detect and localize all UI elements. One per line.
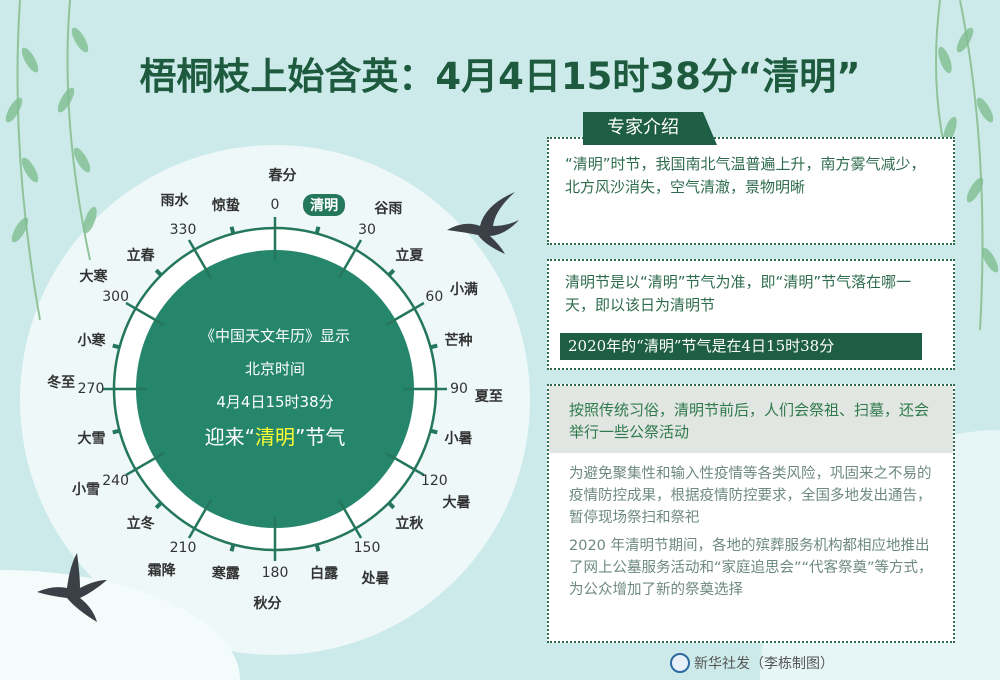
- term-label: 霜降: [147, 563, 176, 580]
- customs-box: 按照传统习俗，清明节前后，人们会祭祖、扫墓，还会举行一些公祭活动 为避免聚集性和…: [547, 384, 955, 643]
- term-label: 立冬: [126, 516, 155, 533]
- center-line-4-suffix: ”节气: [295, 425, 346, 449]
- term-label: 雨水: [160, 193, 189, 210]
- major-tick: [125, 451, 165, 477]
- term-label: 大暑: [442, 495, 471, 512]
- minor-tick: [229, 543, 236, 552]
- term-label: 立夏: [395, 247, 424, 264]
- major-tick: [385, 451, 425, 477]
- degree-label: 270: [77, 381, 105, 397]
- center-highlight: 清明: [255, 425, 295, 449]
- rule-text: 清明节是以“清明”节气为准，即“清明”节气落在哪一天，即以该日为清明节: [565, 273, 912, 314]
- minor-tick: [314, 226, 321, 235]
- minor-tick: [154, 501, 163, 510]
- term-label: 谷雨: [374, 200, 403, 217]
- degree-label: 30: [358, 221, 376, 238]
- major-tick: [125, 301, 165, 327]
- degree-label: 240: [102, 473, 130, 489]
- minor-tick: [429, 343, 438, 350]
- center-line-3: 4月4日15时38分: [216, 393, 334, 411]
- highlighted-term-label: 清明: [303, 194, 346, 217]
- degree-label: 180: [261, 565, 289, 581]
- date-highlight-bar: 2020年的“清明”节气是在4日15时38分: [560, 333, 922, 360]
- major-tick: [337, 239, 363, 279]
- minor-tick: [314, 543, 321, 552]
- degree-label: 210: [169, 540, 197, 557]
- minor-tick: [112, 428, 121, 435]
- center-line-1: 《中国天文年历》显示: [199, 327, 350, 345]
- term-label: 白露: [310, 565, 339, 582]
- page-title: 梧桐枝上始含英：4月4日15时38分“清明”: [139, 55, 861, 98]
- degree-label: 330: [169, 221, 197, 238]
- qingming-rule-box: 清明节是以“清明”节气为准，即“清明”节气落在哪一天，即以该日为清明节 2020…: [547, 259, 955, 370]
- major-tick: [385, 301, 425, 327]
- xinhua-logo-icon: [670, 653, 690, 673]
- minor-tick: [112, 343, 121, 350]
- term-label: 立春: [126, 247, 155, 264]
- term-label: 小暑: [444, 431, 473, 448]
- minor-tick: [387, 501, 396, 510]
- term-label: 夏至: [474, 389, 503, 406]
- center-line-4-prefix: 迎来“: [204, 425, 255, 449]
- expert-box: “清明”时节，我国南北气温普遍上升，南方雾气减少，北方风沙消失，空气清澈，景物明…: [547, 137, 955, 245]
- center-line-2: 北京时间: [244, 360, 305, 378]
- term-label: 小满: [449, 281, 478, 298]
- term-label: 惊蛰: [211, 198, 240, 215]
- term-label: 小雪: [72, 482, 101, 499]
- footer-credit: 新华社发（李栋制图）: [670, 653, 834, 673]
- customs-header: 按照传统习俗，清明节前后，人们会祭祖、扫墓，还会举行一些公祭活动: [549, 386, 953, 453]
- swallow-icon: [447, 192, 519, 254]
- degree-label: 60: [425, 289, 444, 305]
- degree-label: 300: [102, 289, 130, 305]
- inner-disk: [136, 250, 414, 528]
- major-tick: [337, 499, 363, 539]
- term-label: 秋分: [253, 595, 282, 612]
- credit-text: 新华社发（李栋制图）: [694, 656, 834, 672]
- minor-tick: [229, 226, 236, 235]
- center-text: 《中国天文年历》显示 北京时间 4月4日15时38分 迎来“清明”节气: [175, 320, 375, 455]
- minor-tick: [429, 428, 438, 435]
- major-tick: [187, 499, 213, 539]
- degree-label: 150: [353, 540, 381, 557]
- term-label: 春分: [268, 168, 297, 185]
- term-label: 冬至: [47, 374, 76, 391]
- term-label: 处暑: [361, 570, 390, 587]
- minor-tick: [387, 268, 396, 277]
- customs-paragraph-1: 为避免聚集性和输入性疫情等各类风险，巩固来之不易的疫情防控成果，根据疫情防控要求…: [569, 466, 932, 526]
- degree-label: 0: [270, 197, 280, 213]
- customs-paragraph-2: 2020 年清明节期间，各地的殡葬服务机构都相应地推出了网上公墓服务活动和“家庭…: [569, 538, 933, 598]
- term-label: 大雪: [77, 431, 106, 448]
- minor-tick: [154, 268, 163, 277]
- term-label: 小寒: [77, 332, 106, 349]
- degree-label: 90: [450, 381, 468, 397]
- center-line-4: 迎来“清明”节气: [175, 419, 375, 455]
- term-label: 大寒: [79, 268, 108, 285]
- major-tick: [187, 239, 213, 279]
- expert-text: “清明”时节，我国南北气温普遍上升，南方雾气减少，北方风沙消失，空气清澈，景物明…: [565, 155, 926, 196]
- term-label: 立秋: [395, 516, 424, 533]
- expert-tag: 专家介绍: [583, 112, 717, 145]
- swallow-icon: [37, 553, 107, 622]
- degree-label: 120: [420, 473, 448, 489]
- term-label: 寒露: [211, 565, 240, 582]
- term-label: 芒种: [444, 332, 473, 349]
